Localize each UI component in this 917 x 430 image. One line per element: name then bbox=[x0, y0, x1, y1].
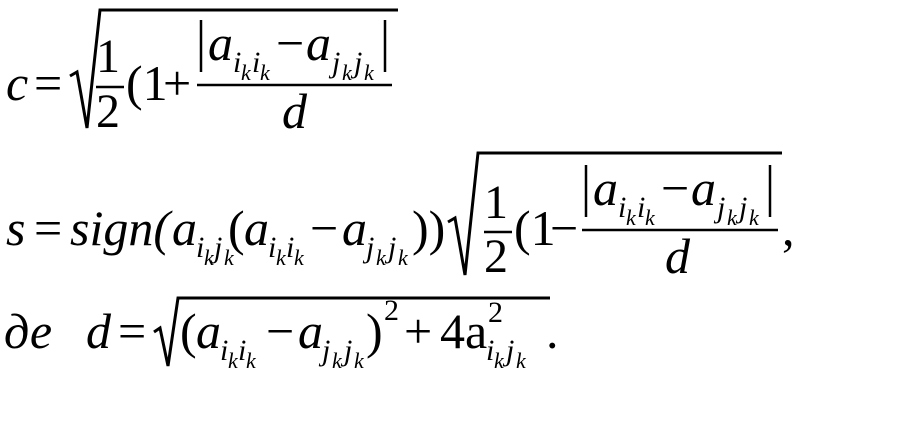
comma: , bbox=[782, 200, 795, 256]
half-denominator: 2 bbox=[484, 230, 508, 283]
sub-j: j bbox=[328, 46, 340, 79]
var-a: a bbox=[196, 303, 221, 359]
radical-sign bbox=[153, 296, 550, 367]
formula-line-s: s = sign( a i k j k ( a i k i k − a j k … bbox=[6, 151, 795, 284]
sub-i: i bbox=[233, 46, 241, 79]
sub-k: k bbox=[749, 205, 760, 230]
close-paren: ) bbox=[366, 303, 383, 359]
sub-k: k bbox=[354, 348, 365, 373]
var-a: a bbox=[342, 200, 367, 256]
sub-j: j bbox=[713, 191, 725, 224]
close-parens: )) bbox=[412, 200, 445, 256]
sub-k: k bbox=[260, 60, 271, 85]
radical-sign bbox=[447, 151, 782, 276]
var-a: a bbox=[172, 200, 197, 256]
sub-k: k bbox=[228, 348, 239, 373]
minus-sign: − bbox=[266, 303, 294, 359]
sub-i: i bbox=[618, 191, 626, 224]
radical-sign bbox=[69, 8, 398, 129]
minus-sign: − bbox=[661, 160, 689, 216]
exponent-two: 2 bbox=[384, 294, 399, 327]
sub-k: k bbox=[246, 348, 257, 373]
var-a: a bbox=[593, 160, 618, 216]
sub-k: k bbox=[727, 205, 738, 230]
var-a: a bbox=[298, 303, 323, 359]
sub-i: i bbox=[637, 191, 645, 224]
half-denominator: 2 bbox=[96, 85, 120, 138]
sub-k: k bbox=[645, 205, 656, 230]
sub-i: i bbox=[238, 334, 246, 367]
sub-k: k bbox=[241, 60, 252, 85]
sub-k: k bbox=[224, 245, 235, 270]
equals-sign: = bbox=[118, 303, 146, 359]
formula-line-d: де d = ( a i k i k − a j k j k ) 2 + 4a … bbox=[4, 294, 559, 373]
sub-k: k bbox=[398, 245, 409, 270]
sign-function: sign( bbox=[70, 200, 173, 256]
sub-i: i bbox=[196, 231, 204, 264]
sub-j: j bbox=[384, 231, 396, 264]
sub-k: k bbox=[332, 348, 343, 373]
plus-sign: + bbox=[163, 55, 191, 111]
var-c: c bbox=[6, 55, 28, 111]
sub-j: j bbox=[362, 231, 374, 264]
sub-k: k bbox=[276, 245, 287, 270]
sub-j: j bbox=[502, 334, 514, 367]
where-word: де bbox=[4, 303, 52, 359]
open-one: (1 bbox=[126, 55, 168, 111]
sub-i: i bbox=[268, 231, 276, 264]
sub-k: k bbox=[364, 60, 375, 85]
minus-sign: − bbox=[276, 15, 304, 71]
sub-k: k bbox=[626, 205, 637, 230]
sub-i: i bbox=[486, 334, 494, 367]
sub-k: k bbox=[342, 60, 353, 85]
var-s: s bbox=[6, 200, 25, 256]
open-paren: ( bbox=[180, 303, 197, 359]
sub-k: k bbox=[494, 348, 505, 373]
formula-line-c: c = 1 2 (1 + a i k i k − a j k j k d bbox=[6, 8, 398, 139]
var-a: a bbox=[208, 15, 233, 71]
exponent-two: 2 bbox=[488, 296, 503, 329]
equals-sign: = bbox=[34, 200, 62, 256]
sub-i: i bbox=[252, 46, 260, 79]
sub-j: j bbox=[340, 334, 352, 367]
sub-j: j bbox=[350, 46, 362, 79]
coefficient-four-a: 4a bbox=[440, 303, 487, 359]
half-numerator: 1 bbox=[484, 176, 508, 229]
var-a: a bbox=[306, 15, 331, 71]
open-one: (1 bbox=[514, 200, 556, 256]
minus-sign: − bbox=[310, 200, 338, 256]
var-a: a bbox=[244, 200, 269, 256]
sub-j: j bbox=[735, 191, 747, 224]
sub-j: j bbox=[318, 334, 330, 367]
sub-i: i bbox=[220, 334, 228, 367]
minus-sign: − bbox=[550, 200, 578, 256]
var-d: d bbox=[282, 83, 308, 139]
plus-sign: + bbox=[404, 303, 432, 359]
sub-i: i bbox=[286, 231, 294, 264]
sub-k: k bbox=[516, 348, 527, 373]
var-a: a bbox=[691, 160, 716, 216]
period: . bbox=[546, 303, 559, 359]
sub-j: j bbox=[210, 231, 222, 264]
open-paren: ( bbox=[228, 200, 245, 256]
half-numerator: 1 bbox=[96, 30, 120, 83]
var-d: d bbox=[86, 303, 112, 359]
equals-sign: = bbox=[34, 55, 62, 111]
sub-k: k bbox=[376, 245, 387, 270]
var-d: d bbox=[665, 228, 691, 284]
sub-k: k bbox=[204, 245, 215, 270]
sub-k: k bbox=[294, 245, 305, 270]
